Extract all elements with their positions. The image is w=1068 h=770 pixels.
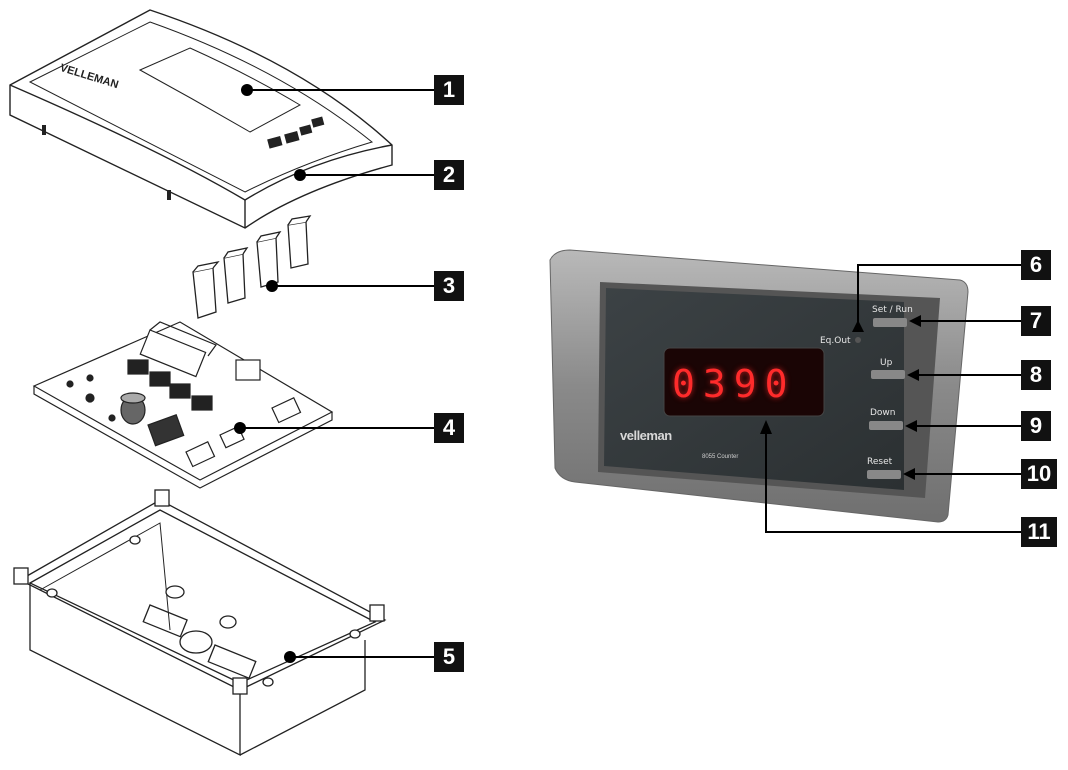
callout-4: 4 bbox=[434, 413, 464, 443]
callout-3: 3 bbox=[434, 271, 464, 301]
led-display-value: 0390 bbox=[672, 362, 796, 406]
callout-8: 8 bbox=[1021, 360, 1051, 390]
callout-9: 9 bbox=[1021, 411, 1051, 441]
callout-7: 7 bbox=[1021, 306, 1051, 336]
callout-10: 10 bbox=[1021, 459, 1057, 489]
bottom-enclosure bbox=[13, 489, 387, 757]
up-label: Up bbox=[880, 358, 893, 368]
reset-label: Reset bbox=[867, 457, 893, 467]
connector-pins bbox=[192, 215, 312, 319]
callout-11: 11 bbox=[1021, 517, 1057, 547]
callout-6: 6 bbox=[1021, 250, 1051, 280]
front-lid bbox=[9, 9, 393, 229]
counter-device bbox=[549, 249, 969, 523]
down-label: Down bbox=[870, 408, 896, 418]
device-model-label: 8055 Counter bbox=[702, 454, 739, 460]
eq-out-label: Eq.Out bbox=[820, 336, 851, 346]
callout-5: 5 bbox=[434, 642, 464, 672]
leader-lines-right bbox=[765, 264, 1021, 533]
leader-arrows-right bbox=[760, 315, 921, 480]
set-run-label: Set / Run bbox=[872, 305, 913, 315]
device-brand: velleman bbox=[620, 428, 672, 443]
circuit-board bbox=[32, 321, 334, 489]
callout-1: 1 bbox=[434, 75, 464, 105]
leader-lines-left bbox=[240, 89, 434, 658]
leader-dots-left bbox=[234, 84, 306, 663]
callout-2: 2 bbox=[434, 160, 464, 190]
